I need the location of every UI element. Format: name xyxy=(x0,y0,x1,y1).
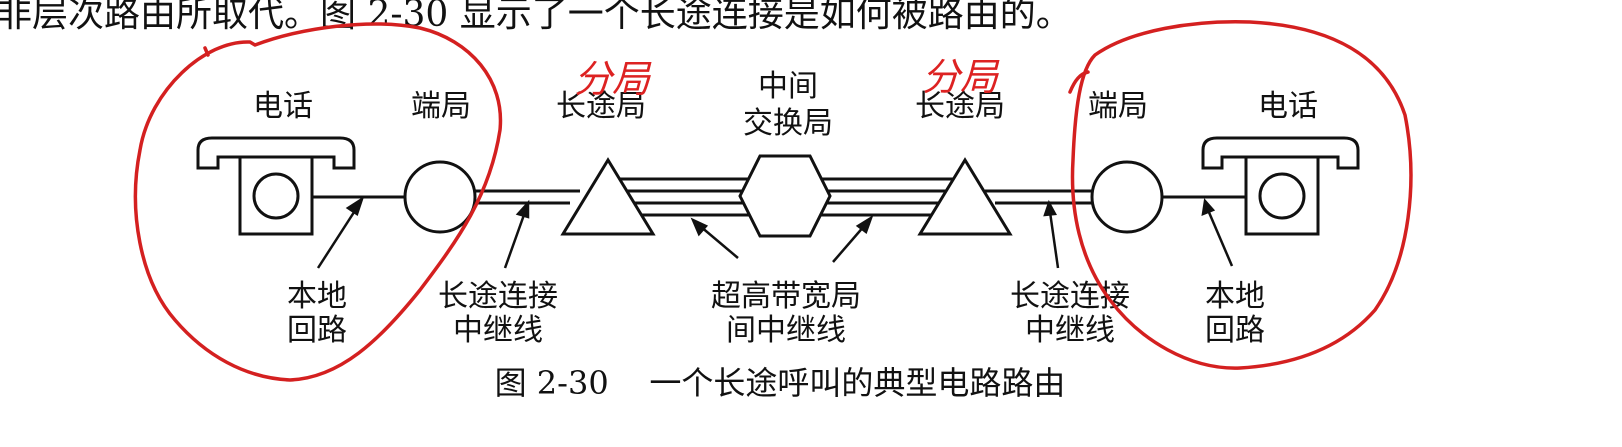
arrowhead-high-bw-left xyxy=(690,217,709,237)
annotation-circle-left xyxy=(133,22,503,382)
annotation-circle-right xyxy=(1070,20,1413,370)
label-phone-left: 电话 xyxy=(253,89,313,124)
pointer-toll-trunk-left xyxy=(503,211,527,269)
label-toll-office-left: 长途局 xyxy=(556,89,646,124)
label-toll-trunk-right-1: 长途连接 xyxy=(1010,279,1130,314)
annotation-dot-left xyxy=(203,46,210,57)
label-local-loop-left-2: 回路 xyxy=(287,313,347,348)
label-local-loop-right-2: 回路 xyxy=(1205,313,1265,348)
pointer-local-loop-right xyxy=(1206,209,1234,267)
arrowhead-toll-trunk-right xyxy=(1043,199,1057,217)
label-toll-trunk-left-1: 长途连接 xyxy=(438,279,558,314)
label-intermediate-line1: 中间 xyxy=(758,69,818,104)
label-end-office-right: 端局 xyxy=(1088,89,1148,124)
intermediate-switch-hexagon xyxy=(738,154,832,238)
label-toll-trunk-left-2: 中继线 xyxy=(453,313,543,348)
label-phone-right: 电话 xyxy=(1258,89,1318,124)
label-high-bw-trunk-2: 间中继线 xyxy=(726,313,846,348)
pointer-toll-trunk-right xyxy=(1048,211,1060,269)
label-local-loop-left-1: 本地 xyxy=(287,279,347,314)
arrowhead-local-loop-left xyxy=(345,196,365,216)
toll-office-left-triangle xyxy=(560,157,656,236)
pointer-local-loop-left xyxy=(316,205,360,269)
label-intermediate-line2: 交换局 xyxy=(743,106,833,141)
end-office-left-circle xyxy=(403,160,477,234)
label-toll-trunk-right-2: 中继线 xyxy=(1025,313,1115,348)
pointer-high-bw-left xyxy=(699,225,739,259)
figure-caption: 图 2-30 一个长途呼叫的典型电路路由 xyxy=(495,364,1066,402)
label-end-office-left: 端局 xyxy=(411,89,471,124)
label-high-bw-trunk-1: 超高带宽局 xyxy=(711,279,861,314)
label-local-loop-right-1: 本地 xyxy=(1205,279,1265,314)
annotation-text-right: 分局 xyxy=(922,55,1000,99)
end-office-right-circle xyxy=(1090,160,1164,234)
arrowhead-toll-trunk-left xyxy=(515,199,530,219)
pointer-high-bw-right xyxy=(832,224,866,263)
label-toll-office-right: 长途局 xyxy=(915,89,1005,124)
toll-office-right-triangle xyxy=(917,157,1013,236)
annotation-tick-right xyxy=(1068,70,1090,94)
arrowhead-high-bw-right xyxy=(855,215,874,235)
telephone-right-icon xyxy=(1201,136,1360,236)
header-text: 非层次路由所取代。图 2-30 显示了一个长途连接是如何被路由的。 xyxy=(0,0,1072,35)
telephone-left-icon xyxy=(196,136,356,236)
annotation-text-left: 分局 xyxy=(574,57,652,101)
arrowhead-local-loop-right xyxy=(1201,198,1216,216)
